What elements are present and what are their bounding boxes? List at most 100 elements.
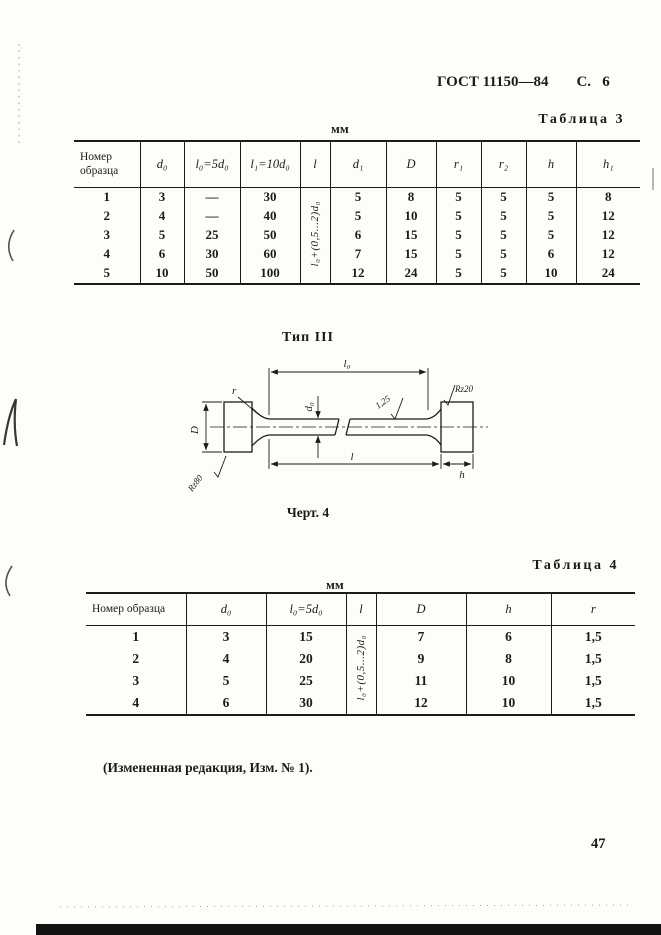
table4-cell: 30 [265,692,346,715]
table4-cell: 10 [465,670,551,692]
table3-row: 1 3 — 30 l₀+(0,5...2)d₀ 5 8 5 5 5 8 [74,187,640,284]
table3-cell: 15 [385,225,436,245]
drawing-caption: Черт. 4 [286,505,330,520]
scan-speckle-line [59,904,631,908]
table3-cell: 12 [329,263,386,284]
table4-cell: 1,5 [550,670,635,692]
table4-cell: 8 [465,648,551,670]
table3-cell: 12 [575,225,640,245]
break-line-right [345,418,351,436]
table3-cell: 1 [103,189,111,205]
roughness-value-rz80: Rz80 [185,472,205,494]
table4-row: 2 4 20 9 8 1,5 [86,648,635,670]
table4-cell: 2 [132,651,140,666]
table3-cell: 5 [480,187,526,207]
table4-cell: 10 [465,692,551,715]
table3-cell: 5 [435,206,481,226]
table4-l-formula: l₀+(0,5...2)d₀ [345,625,376,715]
table3-cell: 24 [575,263,640,284]
table4-col-header: Номер образца [86,593,186,626]
table4-col-header: l [345,593,376,626]
table3-col-header: h [525,141,576,188]
table4-caption: Таблица 4 [532,558,619,573]
table3-cell: 5 [435,263,481,284]
table3-cell: 24 [385,263,436,284]
table3-cell: 50 [239,225,300,245]
break-line-left [334,418,340,436]
page-number: 47 [591,836,606,852]
roughness-value: 1,25 [373,393,392,411]
table4-cell: 15 [265,625,346,648]
table3-cell: 6 [139,244,184,264]
table4-col-header: D [375,593,466,626]
table4-unit: мм [326,577,344,592]
table3-cell: 3 [103,227,111,243]
dim-label-d0: d₀ [303,402,315,412]
table3-row: 4 6 30 60 7 15 5 5 6 12 [74,244,640,264]
specimen-bottom-edge-left [251,434,335,447]
table4-cell: 20 [265,648,346,670]
table3-cell: 6 [329,225,386,245]
roughness-value-rz20: Rz20 [454,384,474,394]
table3-cell: 50 [183,263,240,284]
table3: Номер образца d₀ l₀=5d₀ l₁=10d₀ l d₁ D r… [74,140,640,285]
table3-col-header: l [299,141,330,188]
table3-cell: 5 [480,225,526,245]
scan-mark [2,398,19,447]
table3-cell: 5 [480,263,526,284]
table3-cell: 4 [139,206,184,226]
table3-cell: 60 [239,244,300,264]
specimen-top-edge-right [350,408,442,420]
table3-cell: 5 [435,244,481,264]
amendment-note: (Измененная редакция, Изм. № 1). [103,760,313,775]
roughness-mark [390,397,404,420]
table4-cell: 3 [132,673,140,688]
rotated-formula: l₀+(0,5...2)d₀ [309,200,321,266]
specimen-top-edge-left [251,407,339,420]
table3-cell: 5 [525,225,576,245]
table4-cell: 1 [132,629,140,644]
dim-label-D: D [189,426,201,435]
table3-col-header: l₀=5d₀ [183,141,240,188]
standard-number: ГОСТ 11150—84 [437,74,549,90]
table3-cell: 5 [525,206,576,226]
table3-cell: 100 [239,263,300,284]
table3-cell: 7 [329,244,386,264]
table3-cell: 5 [525,187,576,207]
table3-row: 3 5 25 50 6 15 5 5 5 12 [74,225,640,245]
table3-cell: 3 [139,187,184,207]
table4-col-header: r [550,593,635,626]
table3-col-header: h₁ [575,141,640,188]
table4: Номер образца d₀ l₀=5d₀ l D h r 1 3 15 l… [86,592,635,716]
table4-cell: 4 [185,648,266,670]
scan-mark [7,229,15,262]
table3-col-header: Номер образца [74,141,140,188]
table3-col-header: r₁ [435,141,481,188]
leader-line-r [237,396,259,415]
table3-row: 5 10 50 100 12 24 5 5 10 24 [74,263,640,284]
table3-col-header: d₁ [329,141,386,188]
dim-label-h: h [459,469,465,481]
table3-cell: 5 [329,187,386,207]
table4-row: 4 6 30 12 10 1,5 [86,692,635,715]
table3-cell: 10 [385,206,436,226]
table3-cell: 5 [435,225,481,245]
table4-cell: 9 [375,648,466,670]
table3-cell: 2 [103,208,111,224]
table3-cell: 15 [385,244,436,264]
table4-cell: 6 [465,625,551,648]
table3-cell: 12 [575,206,640,226]
specimen-bottom-edge-right [346,434,442,446]
table3-cell: — [183,206,240,226]
drawing-type-label: Тип III [282,330,334,345]
table4-cell: 3 [185,625,266,648]
table4-col-header: l₀=5d₀ [265,593,346,626]
dim-label-r: r [232,385,237,397]
table4-cell: 6 [185,692,266,715]
table3-cell: 5 [480,244,526,264]
table4-cell: 1,5 [550,648,635,670]
table4-cell: 5 [185,670,266,692]
roughness-mark [213,455,227,478]
table3-cell: 30 [239,187,300,207]
specimen-technical-drawing: D l₀ r d₀ 1,25 Rz20 Rz80 l h [185,358,488,494]
